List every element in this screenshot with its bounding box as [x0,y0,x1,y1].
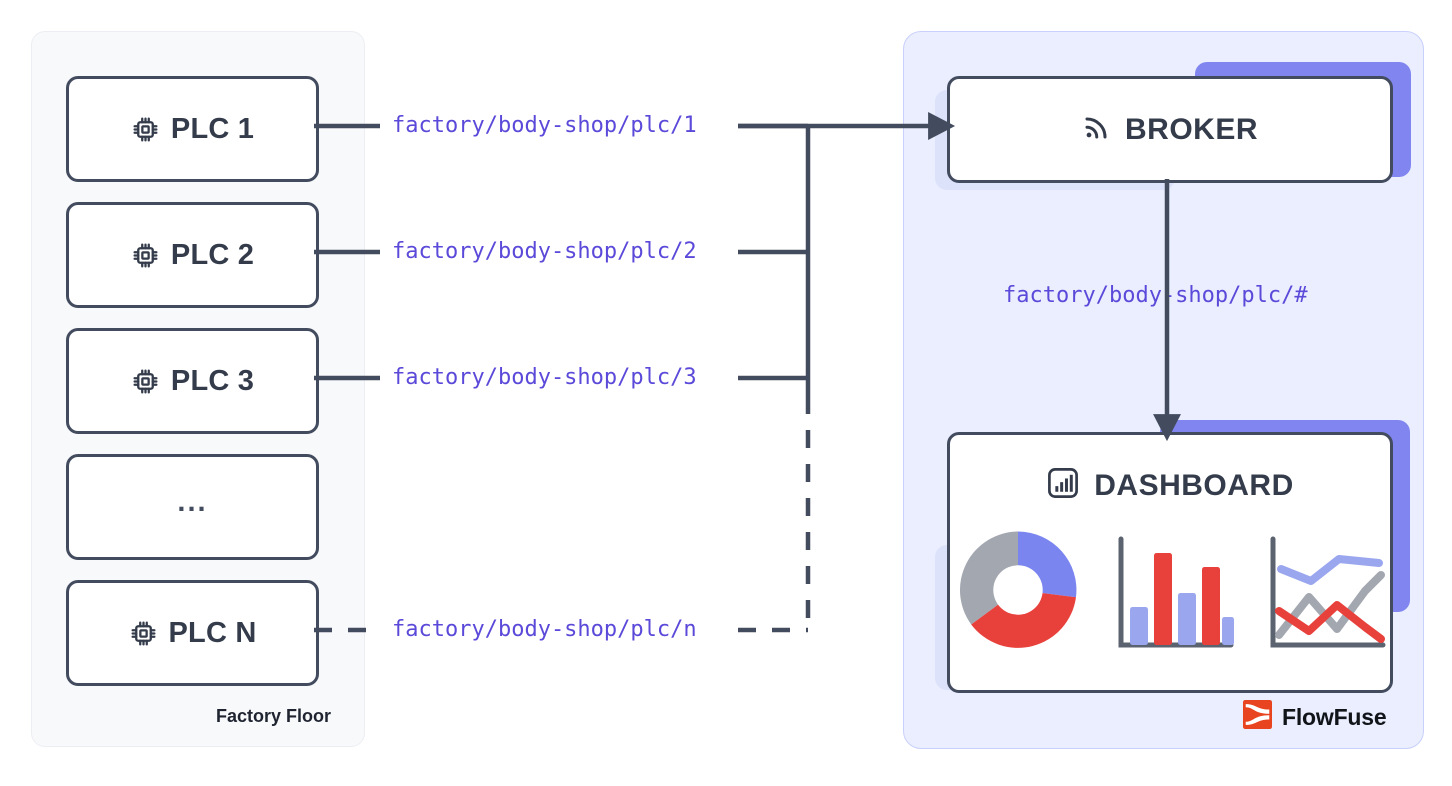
broker-card[interactable]: BROKER [947,76,1393,183]
factory-floor-label: Factory Floor [215,706,331,726]
bar-chart [1118,536,1234,648]
cpu-chip-icon [131,115,160,144]
cpu-chip-icon [131,241,160,270]
donut-chart [959,531,1077,648]
cpu-chip-icon [131,367,160,396]
topic-label-plc-2: factory/body-shop/plc/2 [392,239,697,264]
line-chart [1270,536,1386,648]
broker-label: BROKER [1124,112,1258,146]
topic-label-plc-3: factory/body-shop/plc/3 [392,365,697,390]
plc-box-1[interactable]: PLC 1 [66,76,319,182]
plc-label: PLC N [168,616,257,649]
dashboard-card[interactable]: DASHBOARD [947,432,1393,693]
dashboard-charts [950,525,1390,655]
dashboard-header: DASHBOARD [950,466,1390,505]
topic-label-plc-1: factory/body-shop/plc/1 [392,113,697,138]
plc-box-2[interactable]: PLC 2 [66,202,319,308]
flowfuse-logo-icon [1243,700,1272,734]
topic-label-wildcard: factory/body-shop/plc/# [1003,283,1308,308]
flowfuse-brand: FlowFuse [1243,700,1387,734]
cpu-chip-icon [129,619,158,648]
plc-label: PLC 1 [170,112,255,145]
flowfuse-name: FlowFuse [1282,703,1387,730]
topic-label-plc-n: factory/body-shop/plc/n [392,617,697,642]
plc-box-n[interactable]: PLC N [66,580,319,686]
plc-label: PLC 2 [170,238,255,271]
plc-label: PLC 3 [170,364,255,397]
dashboard-label: DASHBOARD [1094,468,1294,502]
broadcast-icon [1082,112,1112,147]
plc-box-ellipsis: ... [66,454,319,560]
bar-chart-box-icon [1046,466,1080,505]
plc-box-3[interactable]: PLC 3 [66,328,319,434]
